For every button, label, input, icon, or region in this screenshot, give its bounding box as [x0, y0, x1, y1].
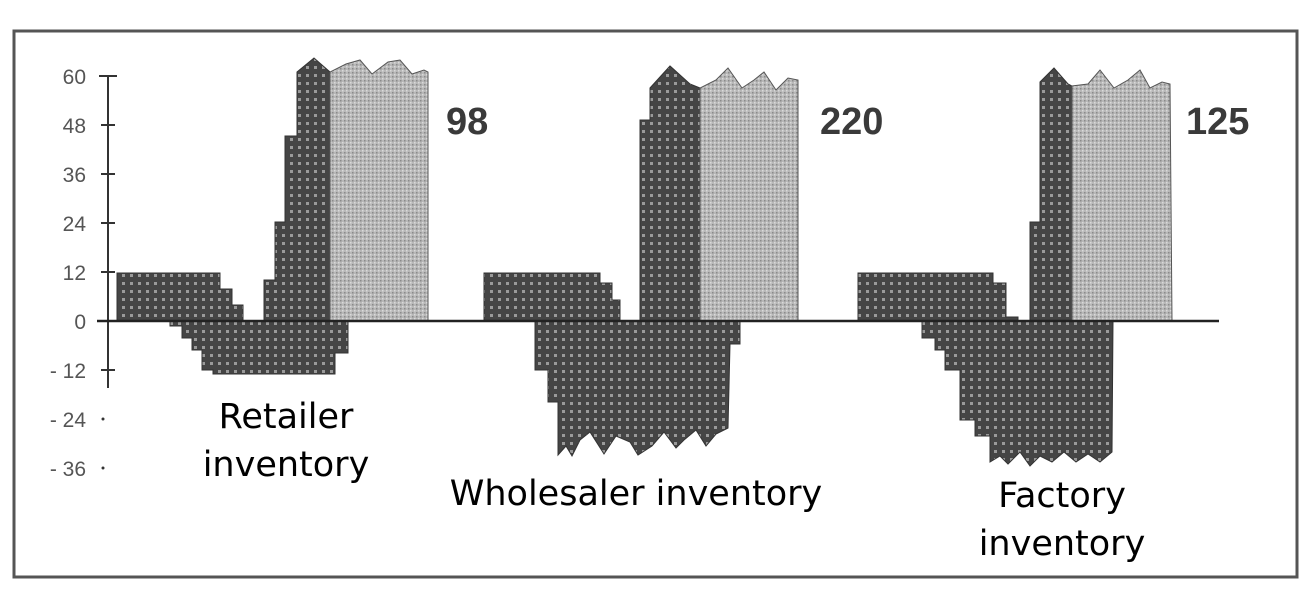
retailer-caption-line2: inventory	[202, 445, 370, 485]
factory-caption-line1: Factory	[998, 476, 1126, 516]
retailer-peak-value: 98	[446, 101, 488, 143]
wholesaler-caption-text: Wholesaler inventory	[449, 474, 823, 514]
wholesaler-caption: Wholesaler inventory	[416, 470, 856, 518]
wholesaler-peak-value: 220	[820, 101, 883, 143]
y-tick-0: 0	[74, 311, 86, 334]
factory-caption-line2: inventory	[978, 524, 1146, 564]
factory-caption: Factory inventory	[962, 472, 1162, 568]
y-tick-12: 12	[63, 262, 86, 285]
factory-peak-value: 125	[1186, 101, 1249, 143]
y-tick-60: 60	[63, 66, 86, 89]
y-axis: 60 48 36 24 12 0 - 12 - 24 - 36	[50, 66, 117, 481]
retailer-offscale-bar	[329, 59, 429, 322]
y-tick-minus-36: - 36	[50, 458, 86, 481]
y-tick-minus-12: - 12	[50, 360, 86, 383]
y-tick-minus-24: - 24	[50, 409, 87, 432]
y-tick-48: 48	[63, 115, 86, 138]
retailer-caption-line1: Retailer	[218, 397, 354, 437]
factory-offscale-bar	[1071, 69, 1173, 322]
y-tick-36: 36	[63, 164, 86, 187]
wholesaler-bars: 220	[483, 65, 883, 458]
wholesaler-offscale-bar	[699, 67, 799, 322]
chart-frame	[12, 29, 1299, 579]
retailer-caption: Retailer inventory	[186, 393, 386, 489]
y-tick-24: 24	[63, 213, 87, 236]
retailer-bars: 98	[116, 57, 488, 375]
factory-bars: 125	[857, 67, 1249, 467]
